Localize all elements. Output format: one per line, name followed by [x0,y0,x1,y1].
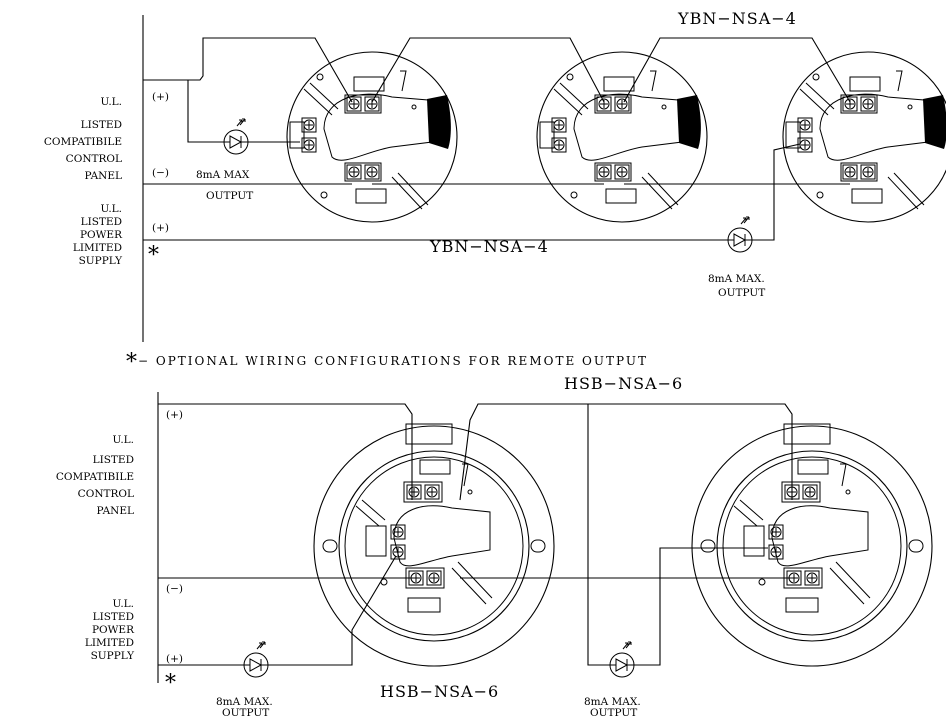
top-led-1-icon [223,118,249,155]
top-led2-out-2: OUTPUT [718,287,765,299]
bottom-panel-label-2: LISTED [93,454,134,466]
top-panel-label-1: U.L. [100,96,122,108]
top-wires [143,37,851,241]
top-panel-label-5: PANEL [84,170,122,182]
top-panel-label-4: CONTROL [66,153,122,165]
bottom-led-2-icon [609,641,635,678]
top-plus-top: (+) [152,91,169,103]
top-diagram: U.L. LISTED COMPATIBILE CONTROL PANEL U.… [44,9,946,342]
top-led1-out-1: 8mA MAX [196,169,250,181]
top-supply-label-1: U.L. [100,203,122,215]
top-led2-out-1: 8mA MAX. [708,273,765,285]
bottom-supply-label-4: LIMITED [85,637,134,649]
bottom-led1-out-2: OUTPUT [222,707,269,717]
bottom-base-2-icon [692,424,932,666]
top-model-label-top: YBN−NSA−4 [677,9,797,28]
bottom-supply-label-2: LISTED [93,611,134,623]
bottom-plus-bottom: (+) [166,653,183,665]
note-text: − OPTIONAL WIRING CONFIGURATIONS FOR REM… [138,354,648,368]
top-panel-label-3: COMPATIBILE [44,136,122,148]
top-base-2-icon [537,52,707,222]
top-base-3-icon [783,52,946,222]
top-led-2-icon [727,216,753,253]
bottom-panel-label-5: PANEL [96,505,134,517]
bottom-supply-label-5: SUPPLY [91,650,135,662]
bottom-supply-label-1: U.L. [112,598,134,610]
note: * − OPTIONAL WIRING CONFIGURATIONS FOR R… [126,350,648,375]
top-supply-label-5: SUPPLY [79,255,123,267]
top-plus-bottom: (+) [152,222,169,234]
bottom-led-1-icon [243,641,269,678]
bottom-plus-top: (+) [166,409,183,421]
bottom-base-1-icon [314,424,554,666]
top-led1-out-2: OUTPUT [206,190,253,202]
note-asterisk: * [126,350,137,375]
top-base-1-icon [287,52,457,222]
top-model-label-bottom: YBN−NSA−4 [429,237,549,256]
bottom-model-label-top: HSB−NSA−6 [564,374,683,393]
bottom-asterisk: * [165,671,176,696]
top-supply-label-3: POWER [80,229,123,241]
bottom-supply-label-3: POWER [92,624,135,636]
bottom-model-label-bottom: HSB−NSA−6 [380,682,499,701]
top-minus: (−) [152,167,169,179]
bottom-panel-label-1: U.L. [112,434,134,446]
top-panel-label-2: LISTED [81,119,122,131]
top-supply-label-4: LIMITED [73,242,122,254]
top-supply-label-2: LISTED [81,216,122,228]
bottom-panel-label-4: CONTROL [78,488,134,500]
bottom-diagram: U.L. LISTED COMPATIBILE CONTROL PANEL U.… [56,374,932,717]
top-asterisk: * [148,243,159,268]
bottom-wires [158,403,794,666]
bottom-led2-out-1: 8mA MAX. [584,696,641,708]
bottom-led1-out-1: 8mA MAX. [216,696,273,708]
bottom-panel-label-3: COMPATIBILE [56,471,134,483]
bottom-minus: (−) [166,583,183,595]
bottom-led2-out-2: OUTPUT [590,707,637,717]
